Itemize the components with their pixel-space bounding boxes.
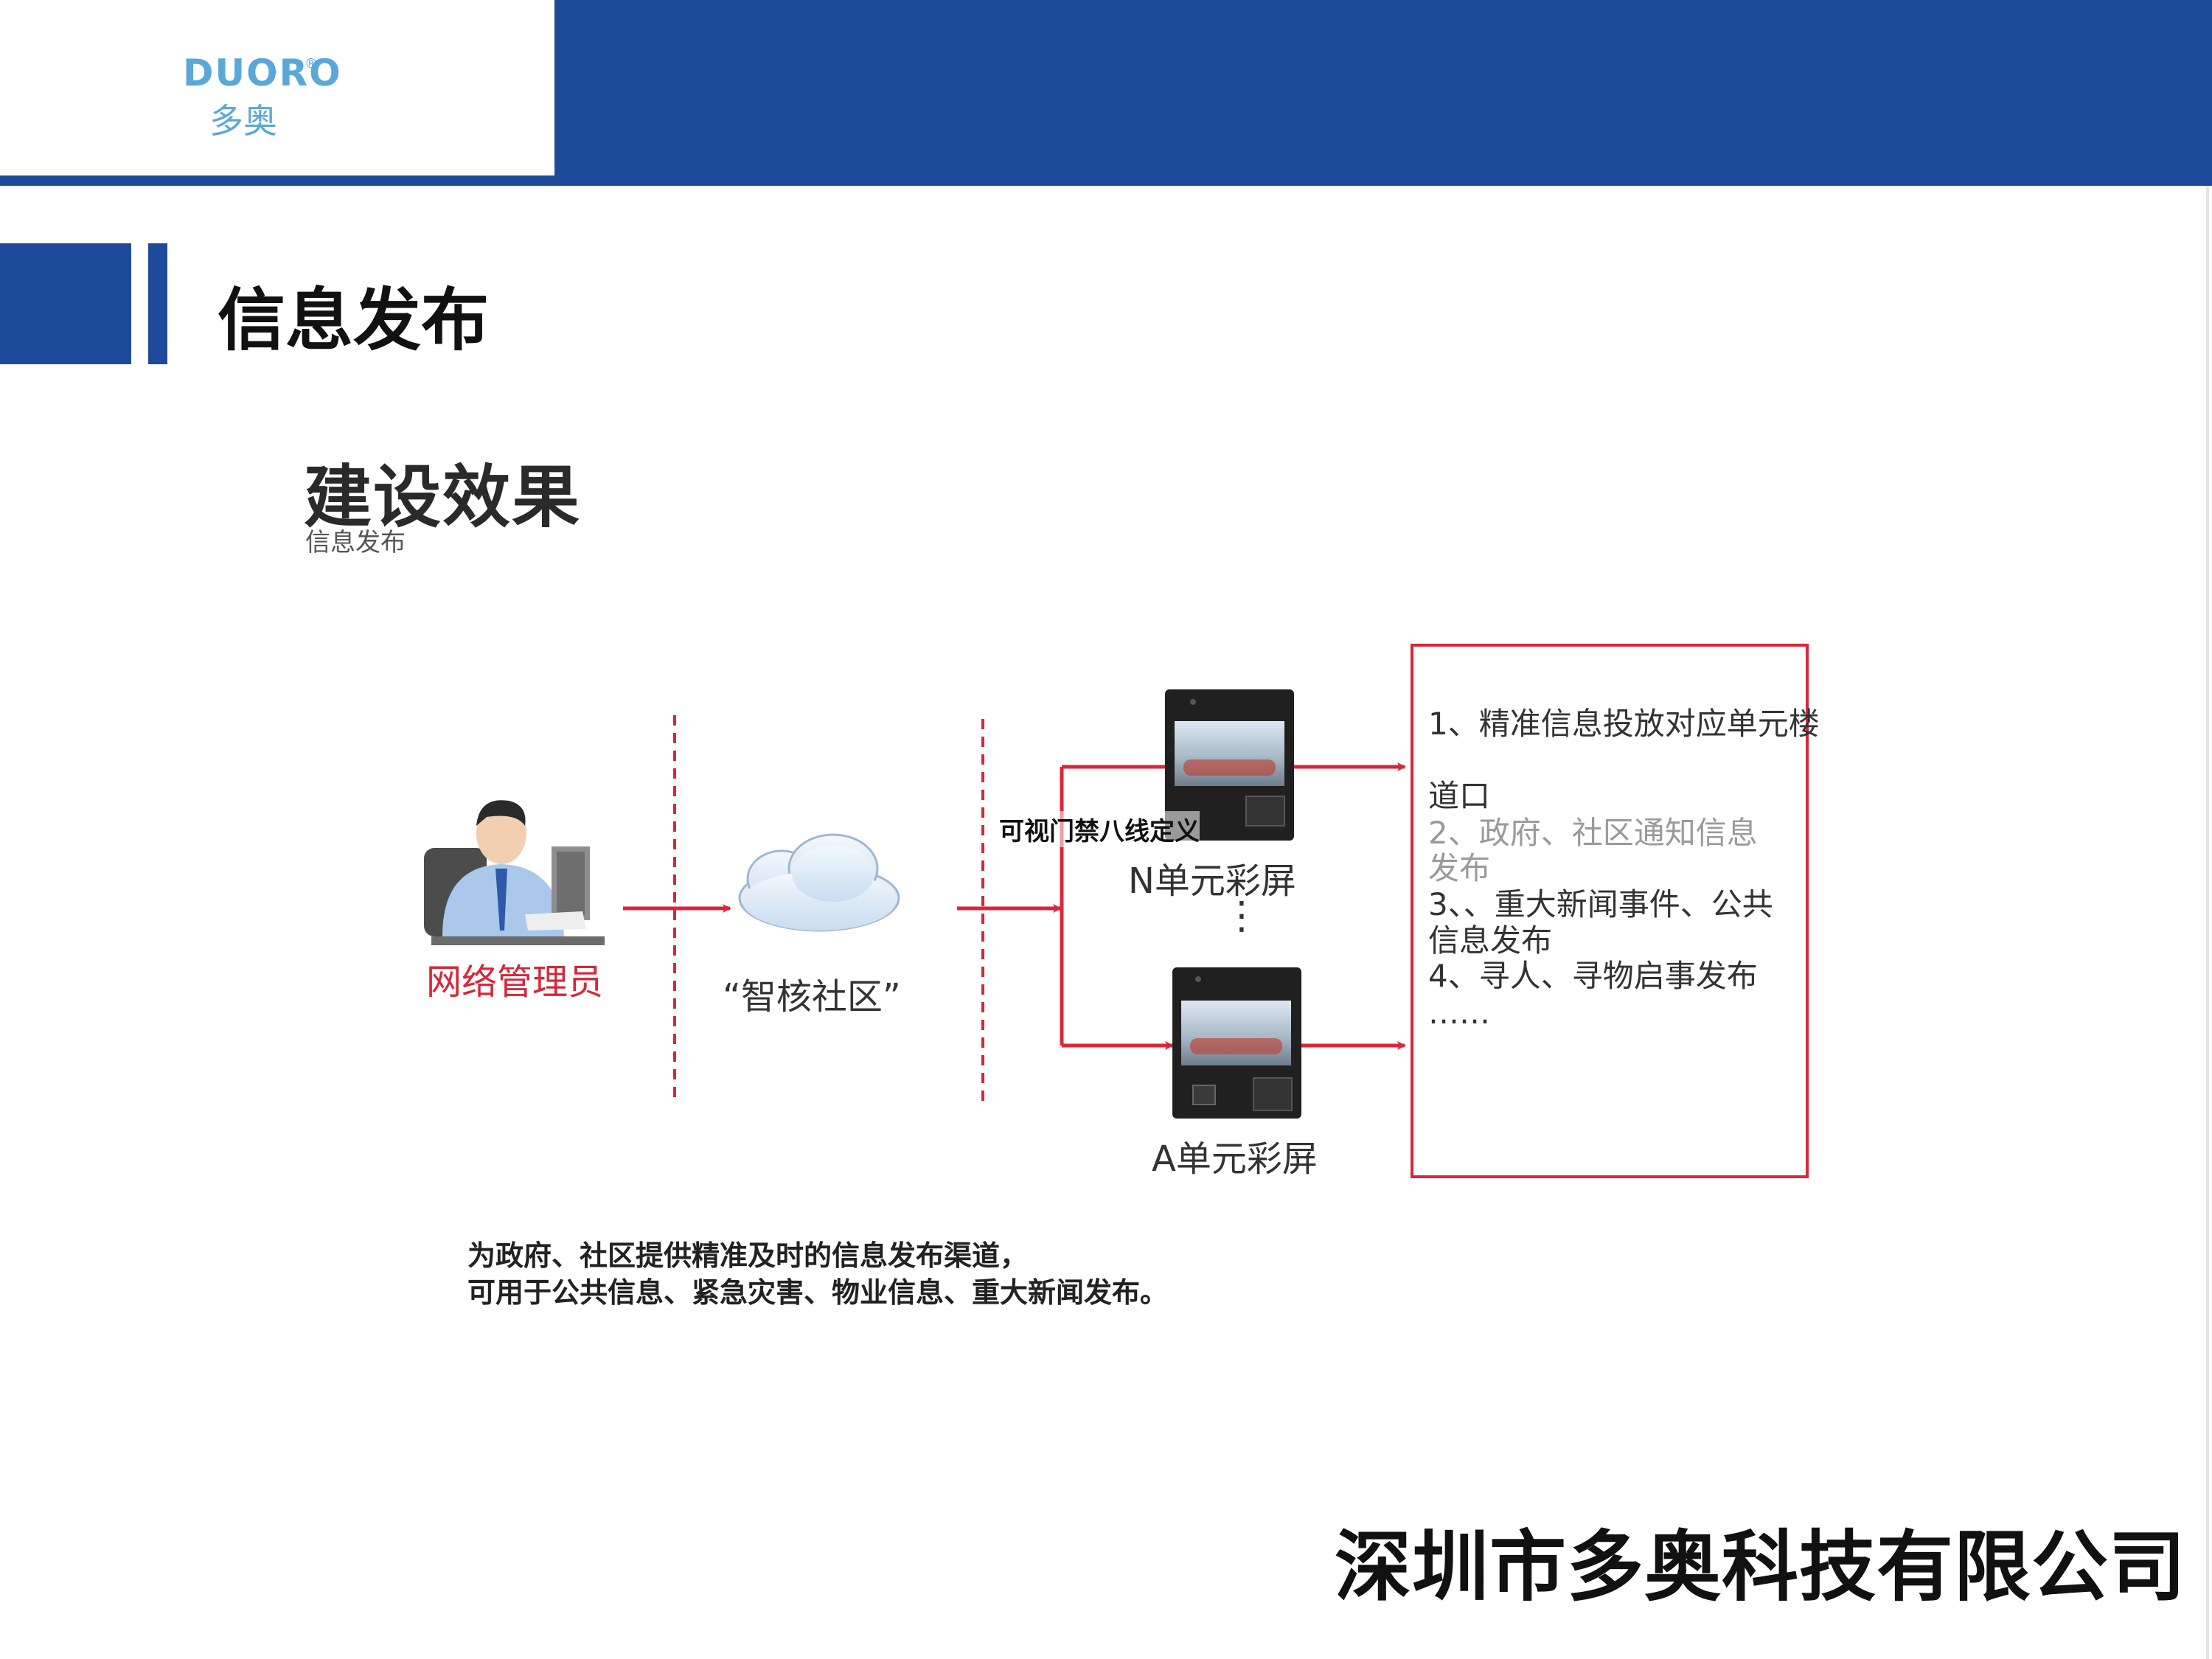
header-bar: [554, 0, 2212, 175]
cloud-icon: [738, 833, 900, 932]
header-logo-panel: [0, 0, 554, 175]
description-line: 可用于公共信息、紧急灾害、物业信息、重大新闻发布。: [467, 1276, 1169, 1309]
header-rule: [0, 175, 2212, 186]
diagram-subheading: 信息发布: [305, 528, 406, 557]
info-line: 4、寻人、寻物启事发布: [1428, 958, 1758, 994]
n-screen-label: N单元彩屏: [1128, 860, 1296, 902]
screens-ellipsis: ⋮: [1222, 894, 1261, 938]
n-unit-screen-device: [1165, 689, 1294, 841]
info-line: ……: [1428, 995, 1490, 1031]
info-line: 2、政府、社区通知信息: [1428, 815, 1758, 851]
title-accent-bar: [148, 243, 167, 364]
info-line: 1、精准信息投放对应单元楼: [1428, 706, 1820, 742]
overlay-caption: 可视门禁八线定义: [999, 811, 1200, 847]
info-line: 3、、重大新闻事件、公共: [1428, 886, 1773, 922]
logo-registered-mark: ®: [305, 56, 318, 72]
administrator-illustration: [424, 800, 605, 945]
logo-wordmark: DUORO: [183, 52, 342, 94]
diagram-heading: 建设效果: [304, 458, 582, 537]
section-title: 信息发布: [218, 281, 490, 360]
description-line: 为政府、社区提供精准及时的信息发布渠道，: [467, 1239, 1029, 1272]
logo-chinese-name: 多奥: [209, 101, 277, 141]
admin-label: 网络管理员: [426, 961, 604, 1003]
a-screen-label: A单元彩屏: [1152, 1138, 1318, 1180]
info-box: [1411, 644, 1809, 1178]
company-name: 深圳市多奥科技有限公司: [1335, 1522, 2187, 1612]
a-unit-screen-device: [1172, 967, 1301, 1119]
info-line: 道口: [1428, 778, 1491, 814]
title-block: [0, 243, 131, 364]
info-line: 信息发布: [1428, 922, 1553, 959]
cloud-label: “智核社区”: [723, 976, 901, 1018]
info-line: 发布: [1428, 850, 1491, 886]
page-edge: [2206, 186, 2209, 1659]
